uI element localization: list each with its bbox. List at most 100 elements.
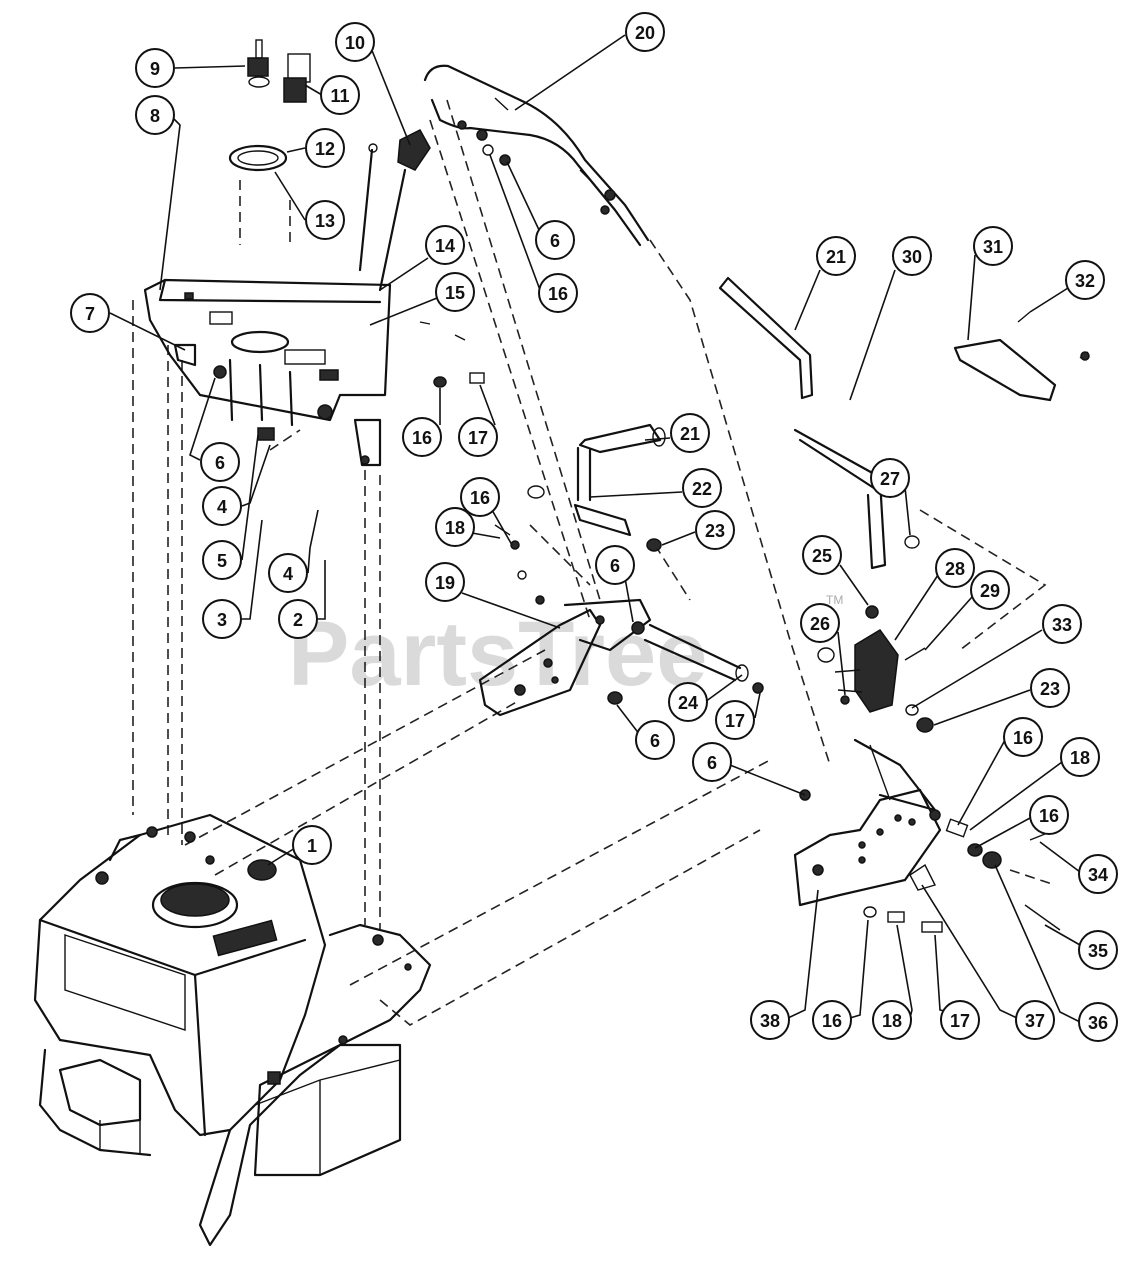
- callout-label: 21: [826, 247, 846, 267]
- callout-label: 38: [760, 1011, 780, 1031]
- callout-circle: [335, 22, 375, 62]
- callout-label: 22: [692, 479, 712, 499]
- choke-switch: [283, 53, 311, 103]
- callout-c16b: 16: [538, 273, 578, 313]
- callout-circle: [305, 200, 345, 240]
- callout-label: 30: [902, 247, 922, 267]
- callout-circle: [935, 548, 975, 588]
- callout-label: 16: [548, 284, 568, 304]
- callout-label: 16: [470, 488, 490, 508]
- callout-circle: [1003, 717, 1043, 757]
- callout-c15: 15: [435, 272, 475, 312]
- callout-c6e: 6: [692, 742, 732, 782]
- callout-label: 6: [707, 753, 717, 773]
- callout-label: 20: [635, 23, 655, 43]
- callout-c5: 5: [202, 540, 242, 580]
- callout-circle: [1042, 604, 1082, 644]
- callout-circle: [682, 468, 722, 508]
- callout-c13: 13: [305, 200, 345, 240]
- callout-circle: [1060, 737, 1100, 777]
- callout-label: 4: [283, 564, 293, 584]
- callout-circle: [940, 1000, 980, 1040]
- callout-label: 26: [810, 614, 830, 634]
- callout-circle: [1029, 795, 1069, 835]
- callout-c14: 14: [425, 225, 465, 265]
- callout-label: 7: [85, 304, 95, 324]
- callout-c31: 31: [973, 226, 1013, 266]
- callout-label: 23: [1040, 679, 1060, 699]
- callout-c16f: 16: [812, 1000, 852, 1040]
- gauge-ring: [228, 144, 288, 172]
- callout-label: 16: [1039, 806, 1059, 826]
- callout-c16e: 16: [1029, 795, 1069, 835]
- callout-label: 18: [882, 1011, 902, 1031]
- callout-circle: [635, 720, 675, 760]
- callout-c30: 30: [892, 236, 932, 276]
- callout-circle: [278, 599, 318, 639]
- callout-c27: 27: [870, 458, 910, 498]
- callout-c21a: 21: [816, 236, 856, 276]
- callout-label: 10: [345, 33, 365, 53]
- callout-circle: [750, 1000, 790, 1040]
- callout-c17c: 17: [940, 1000, 980, 1040]
- callout-c18c: 18: [872, 1000, 912, 1040]
- callout-circle: [538, 273, 578, 313]
- throttle-control: [358, 129, 431, 292]
- callout-label: 15: [445, 283, 465, 303]
- hardware-right: [863, 809, 1061, 933]
- callout-label: 17: [950, 1011, 970, 1031]
- callout-label: 13: [315, 211, 335, 231]
- callout-label: 6: [215, 453, 225, 473]
- callout-label: 21: [680, 424, 700, 444]
- callout-circle: [535, 220, 575, 260]
- callout-circle: [425, 225, 465, 265]
- assembly-guides: [132, 99, 1056, 1026]
- callout-circle: [435, 272, 475, 312]
- callout-label: 18: [1070, 748, 1090, 768]
- callout-c33: 33: [1042, 604, 1082, 644]
- left-bracket: [478, 598, 652, 717]
- callout-circle: [435, 507, 475, 547]
- callout-c34: 34: [1078, 854, 1118, 894]
- callout-label: 31: [983, 237, 1003, 257]
- callout-c38: 38: [750, 1000, 790, 1040]
- callout-circle: [695, 510, 735, 550]
- callout-c25: 25: [802, 535, 842, 575]
- callout-c20: 20: [625, 12, 665, 52]
- callout-label: 24: [678, 693, 698, 713]
- control-lever-right: [718, 276, 920, 619]
- callout-circle: [715, 700, 755, 740]
- pivot-block: [817, 629, 934, 733]
- callout-c3: 3: [202, 599, 242, 639]
- callout-label: 1: [307, 836, 317, 856]
- callout-c4b: 4: [268, 553, 308, 593]
- callout-label: 33: [1052, 615, 1072, 635]
- callout-label: 6: [550, 231, 560, 251]
- watermark-text: PartsTree: [288, 603, 707, 705]
- callout-label: 32: [1075, 271, 1095, 291]
- callout-c36: 36: [1078, 1002, 1118, 1042]
- watermark-trademark: TM: [826, 593, 843, 607]
- callout-label: 16: [412, 428, 432, 448]
- callout-c16d: 16: [1003, 717, 1043, 757]
- callout-circle: [870, 458, 910, 498]
- hardware-left: [419, 321, 545, 605]
- callout-c6a: 6: [200, 442, 240, 482]
- callout-circle: [135, 95, 175, 135]
- callout-circle: [625, 12, 665, 52]
- callout-c26: 26: [800, 603, 840, 643]
- callout-circle: [460, 477, 500, 517]
- callout-label: 23: [705, 521, 725, 541]
- callout-circle: [202, 540, 242, 580]
- callout-circle: [668, 682, 708, 722]
- battery-box: [253, 1043, 402, 1177]
- callout-circle: [268, 553, 308, 593]
- callout-circle: [892, 236, 932, 276]
- handle-bar: [423, 64, 650, 247]
- callout-c16c: 16: [460, 477, 500, 517]
- callout-c17a: 17: [458, 417, 498, 457]
- callout-label: 28: [945, 559, 965, 579]
- callout-circle: [595, 545, 635, 585]
- callout-label: 3: [217, 610, 227, 630]
